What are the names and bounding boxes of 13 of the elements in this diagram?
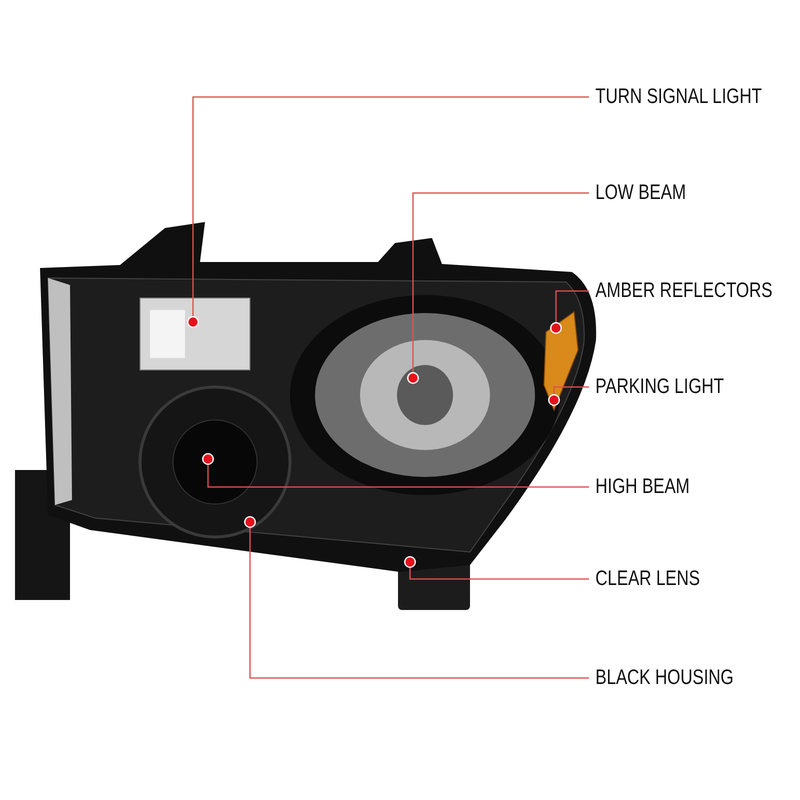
callout-label: CLEAR LENS <box>589 566 700 592</box>
leader-line <box>550 290 589 334</box>
callout-label: HIGH BEAM <box>589 474 690 500</box>
leader-line <box>407 192 589 384</box>
leader-line <box>202 453 589 488</box>
leader-line <box>404 556 589 580</box>
callout-label: LOW BEAM <box>589 180 686 206</box>
callout-label: BLACK HOUSING <box>589 665 734 691</box>
callout-label: AMBER REFLECTORS <box>589 278 772 304</box>
leader-line <box>187 96 589 328</box>
leader-line <box>244 516 589 679</box>
callout-label: TURN SIGNAL LIGHT <box>589 84 762 110</box>
callout-label: PARKING LIGHT <box>589 374 724 400</box>
